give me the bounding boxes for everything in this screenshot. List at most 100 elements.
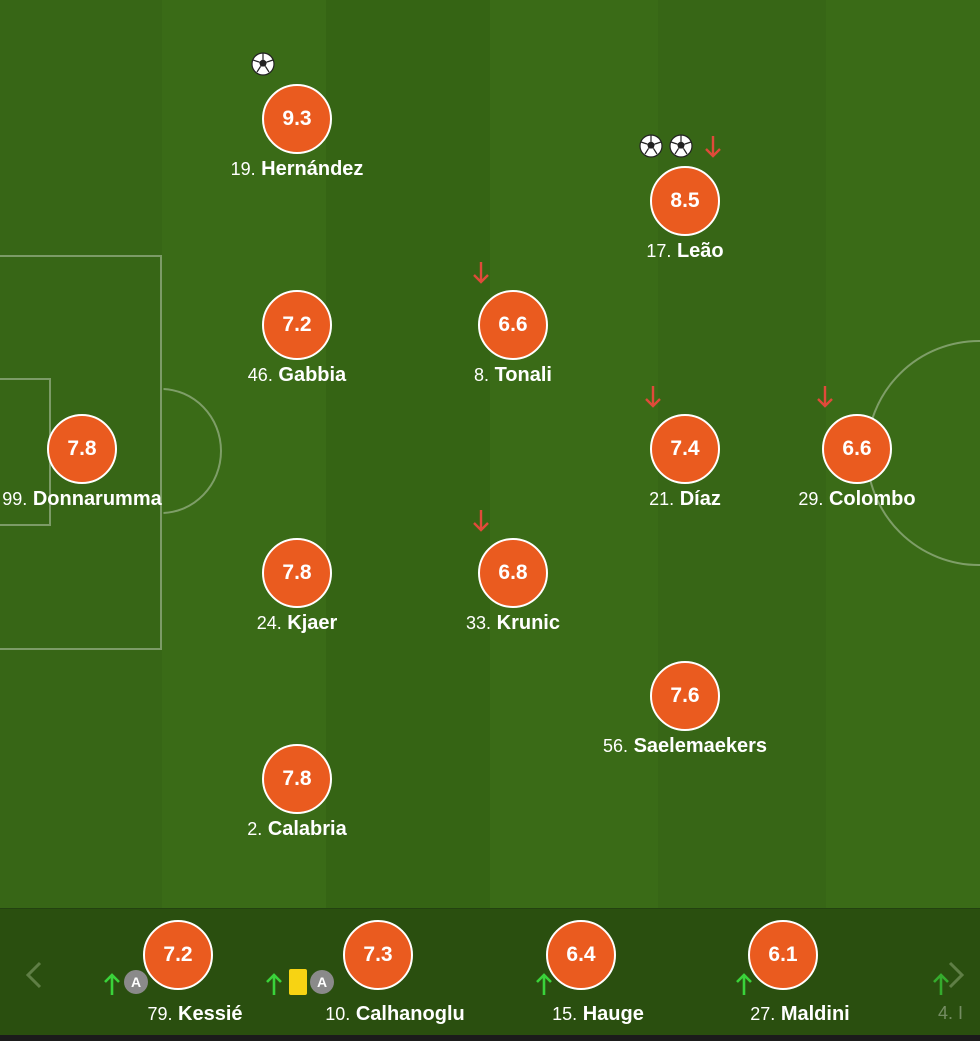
player-diaz[interactable]: 7.4 21. Díaz — [575, 376, 795, 510]
ball-icon — [669, 134, 693, 158]
player-krunic[interactable]: 6.8 33. Krunic — [403, 500, 623, 634]
rating-badge: 6.8 — [478, 538, 548, 608]
sub-out-arrow-icon — [473, 510, 489, 532]
rating-badge: 7.8 — [262, 538, 332, 608]
player-label: 29. Colombo — [747, 488, 967, 511]
player-name: Maldini — [780, 1003, 850, 1025]
player-name: Saelemaekers — [633, 735, 768, 757]
rating-badge: 6.6 — [822, 414, 892, 484]
rating-badge: 6.4 — [546, 920, 616, 990]
player-events — [403, 252, 623, 288]
player-name: Colombo — [828, 488, 916, 510]
player-events — [575, 128, 795, 164]
assist-badge: A — [310, 970, 334, 994]
player-label: 15. Hauge — [498, 1003, 698, 1026]
chevron-right-icon[interactable] — [940, 955, 970, 995]
ball-icon — [251, 52, 275, 76]
rating-badge: 7.2 — [143, 920, 213, 990]
pitch: 9.3 19. Hernández 8.5 17. Leão — [0, 0, 980, 908]
player-name: Krunic — [496, 612, 560, 634]
sub-player-hauge[interactable]: 6.4 15. Hauge — [498, 909, 698, 1039]
sub-player-kessie[interactable]: A 7.2 79. Kessié — [95, 909, 295, 1039]
player-name: Tonali — [494, 364, 552, 386]
player-name: Hernández — [261, 158, 364, 180]
player-calabria[interactable]: 7.8 2. Calabria — [187, 706, 407, 840]
bottom-border — [0, 1035, 980, 1041]
player-label: 2. Calabria — [187, 818, 407, 841]
player-saelemaekers[interactable]: 7.6 56. Saelemaekers — [575, 623, 795, 757]
player-label: 24. Kjaer — [187, 612, 407, 635]
chevron-left-icon[interactable] — [20, 955, 50, 995]
player-name: Calhanoglu — [355, 1003, 465, 1025]
player-events — [187, 46, 407, 82]
substitutes-bar: A 7.2 79. Kessié A 7.3 10. Calhanoglu 6.… — [0, 908, 980, 1041]
player-name: Calabria — [267, 818, 347, 840]
player-label: 21. Díaz — [575, 488, 795, 511]
sub-out-arrow-icon — [705, 136, 721, 158]
player-donnarumma[interactable]: 7.8 99. Donnarumma — [0, 376, 192, 510]
player-name: Donnarumma — [32, 488, 162, 510]
player-number: 33. — [466, 613, 492, 633]
sub-player-calhanoglu[interactable]: A 7.3 10. Calhanoglu — [266, 909, 495, 1039]
yellow-card-icon — [289, 969, 307, 995]
player-gabbia[interactable]: 7.2 46. Gabbia — [187, 252, 407, 386]
ball-icon — [639, 134, 663, 158]
player-number: 79. — [147, 1004, 173, 1024]
player-number: 29. — [798, 489, 824, 509]
rating-badge: 7.4 — [650, 414, 720, 484]
player-number: 27. — [750, 1004, 776, 1024]
rating-badge: 6.1 — [748, 920, 818, 990]
rating-badge: 8.5 — [650, 166, 720, 236]
player-label: 79. Kessié — [95, 1003, 295, 1026]
player-events — [747, 376, 967, 412]
rating-badge: 7.2 — [262, 290, 332, 360]
player-number: 10. — [325, 1004, 351, 1024]
rating-badge: 6.6 — [478, 290, 548, 360]
player-label: 56. Saelemaekers — [575, 735, 795, 758]
player-hernandez[interactable]: 9.3 19. Hernández — [187, 46, 407, 180]
sub-in-arrow-icon — [266, 973, 282, 995]
sub-out-arrow-icon — [473, 262, 489, 284]
player-number: 19. — [230, 159, 256, 179]
player-label: 27. Maldini — [700, 1003, 900, 1026]
rating-badge: 7.3 — [343, 920, 413, 990]
player-name: Díaz — [679, 488, 721, 510]
player-name: Hauge — [582, 1003, 644, 1025]
player-events — [403, 500, 623, 536]
player-number: 17. — [646, 241, 672, 261]
penalty-box-line — [0, 255, 162, 650]
player-number: 2. — [247, 819, 263, 839]
player-kjaer[interactable]: 7.8 24. Kjaer — [187, 500, 407, 634]
player-label: 17. Leão — [575, 240, 795, 263]
player-label: 19. Hernández — [187, 158, 407, 181]
assist-badge: A — [124, 970, 148, 994]
player-label: 8. Tonali — [403, 364, 623, 387]
player-events — [575, 376, 795, 412]
rating-badge: 7.8 — [262, 744, 332, 814]
player-label: 99. Donnarumma — [0, 488, 192, 511]
player-number: 56. — [602, 736, 628, 756]
player-number: 8. — [474, 365, 490, 385]
player-colombo[interactable]: 6.6 29. Colombo — [747, 376, 967, 510]
player-leao[interactable]: 8.5 17. Leão — [575, 128, 795, 262]
player-label: 33. Krunic — [403, 612, 623, 635]
player-name: Gabbia — [278, 364, 347, 386]
sub-in-arrow-icon — [933, 973, 949, 995]
sub-in-arrow-icon — [104, 973, 120, 995]
player-number: 24. — [256, 613, 282, 633]
player-label: 46. Gabbia — [187, 364, 407, 387]
player-number: 21. — [649, 489, 675, 509]
player-tonali[interactable]: 6.6 8. Tonali — [403, 252, 623, 386]
sub-in-arrow-icon — [536, 973, 552, 995]
player-name: Kjaer — [287, 612, 338, 634]
player-number: 99. — [2, 489, 28, 509]
sub-out-arrow-icon — [817, 386, 833, 408]
rating-badge: 7.6 — [650, 661, 720, 731]
rating-badge: 7.8 — [47, 414, 117, 484]
partial-sub-label: 4. I — [938, 1003, 964, 1023]
player-name: Kessié — [178, 1003, 243, 1025]
sub-player-maldini[interactable]: 6.1 27. Maldini — [700, 909, 900, 1039]
player-number: 46. — [247, 365, 273, 385]
player-number: 15. — [552, 1004, 578, 1024]
player-label: 10. Calhanoglu — [295, 1003, 495, 1026]
